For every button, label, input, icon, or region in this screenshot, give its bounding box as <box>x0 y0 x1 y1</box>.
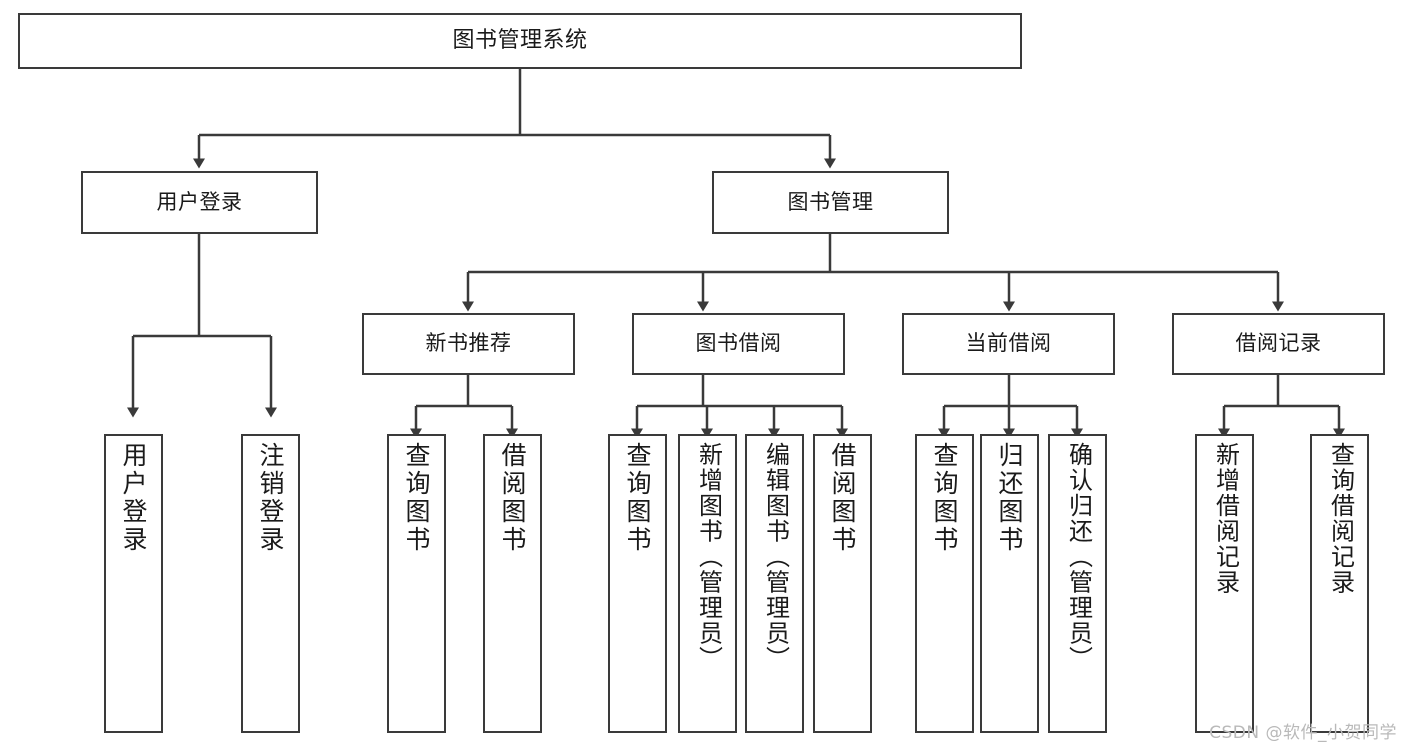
node-book-manage[interactable]: 图书管理 <box>712 171 949 234</box>
node-book-borrow[interactable]: 图书借阅 <box>632 313 845 375</box>
leaf-user-login[interactable]: 用户登录 <box>104 434 163 733</box>
node-label: 注销登录 <box>256 442 285 554</box>
node-label: 用户登录 <box>156 189 243 214</box>
leaf-query-book-1[interactable]: 查询图书 <box>387 434 446 733</box>
leaf-return-book[interactable]: 归还图书 <box>980 434 1039 733</box>
node-label: 新书推荐 <box>425 331 512 356</box>
node-label: 编辑图书（管理员） <box>761 442 790 672</box>
node-label: 确认归还（管理员） <box>1064 442 1093 672</box>
node-label: 借阅记录 <box>1235 331 1322 356</box>
node-label: 查询图书 <box>402 442 431 554</box>
leaf-borrow-book-1[interactable]: 借阅图书 <box>483 434 542 733</box>
node-label: 查询借阅记录 <box>1326 442 1355 595</box>
node-label: 查询图书 <box>930 442 959 554</box>
leaf-query-borrow-record[interactable]: 查询借阅记录 <box>1310 434 1369 733</box>
node-borrow-record[interactable]: 借阅记录 <box>1172 313 1385 375</box>
node-label: 图书管理系统 <box>452 27 588 53</box>
node-current-borrow[interactable]: 当前借阅 <box>902 313 1115 375</box>
node-label: 图书借阅 <box>695 331 782 356</box>
node-label: 借阅图书 <box>498 442 527 554</box>
node-label: 当前借阅 <box>965 331 1052 356</box>
node-label: 借阅图书 <box>828 442 857 554</box>
leaf-add-borrow-record[interactable]: 新增借阅记录 <box>1195 434 1254 733</box>
leaf-query-book-2[interactable]: 查询图书 <box>608 434 667 733</box>
leaf-edit-book[interactable]: 编辑图书（管理员） <box>745 434 804 733</box>
node-label: 查询图书 <box>623 442 652 554</box>
watermark-text: CSDN @软件_小贺同学 <box>1209 723 1397 743</box>
node-root[interactable]: 图书管理系统 <box>18 13 1022 69</box>
leaf-logout[interactable]: 注销登录 <box>241 434 300 733</box>
leaf-add-book[interactable]: 新增图书（管理员） <box>678 434 737 733</box>
leaf-borrow-book-2[interactable]: 借阅图书 <box>813 434 872 733</box>
node-label: 用户登录 <box>119 442 148 554</box>
node-label: 新增借阅记录 <box>1211 442 1240 595</box>
node-user-login[interactable]: 用户登录 <box>81 171 318 234</box>
node-new-book-recommend[interactable]: 新书推荐 <box>362 313 575 375</box>
leaf-confirm-return[interactable]: 确认归还（管理员） <box>1048 434 1107 733</box>
leaf-query-book-3[interactable]: 查询图书 <box>915 434 974 733</box>
node-label: 归还图书 <box>995 442 1024 554</box>
node-label: 图书管理 <box>787 189 874 214</box>
node-label: 新增图书（管理员） <box>694 442 723 672</box>
